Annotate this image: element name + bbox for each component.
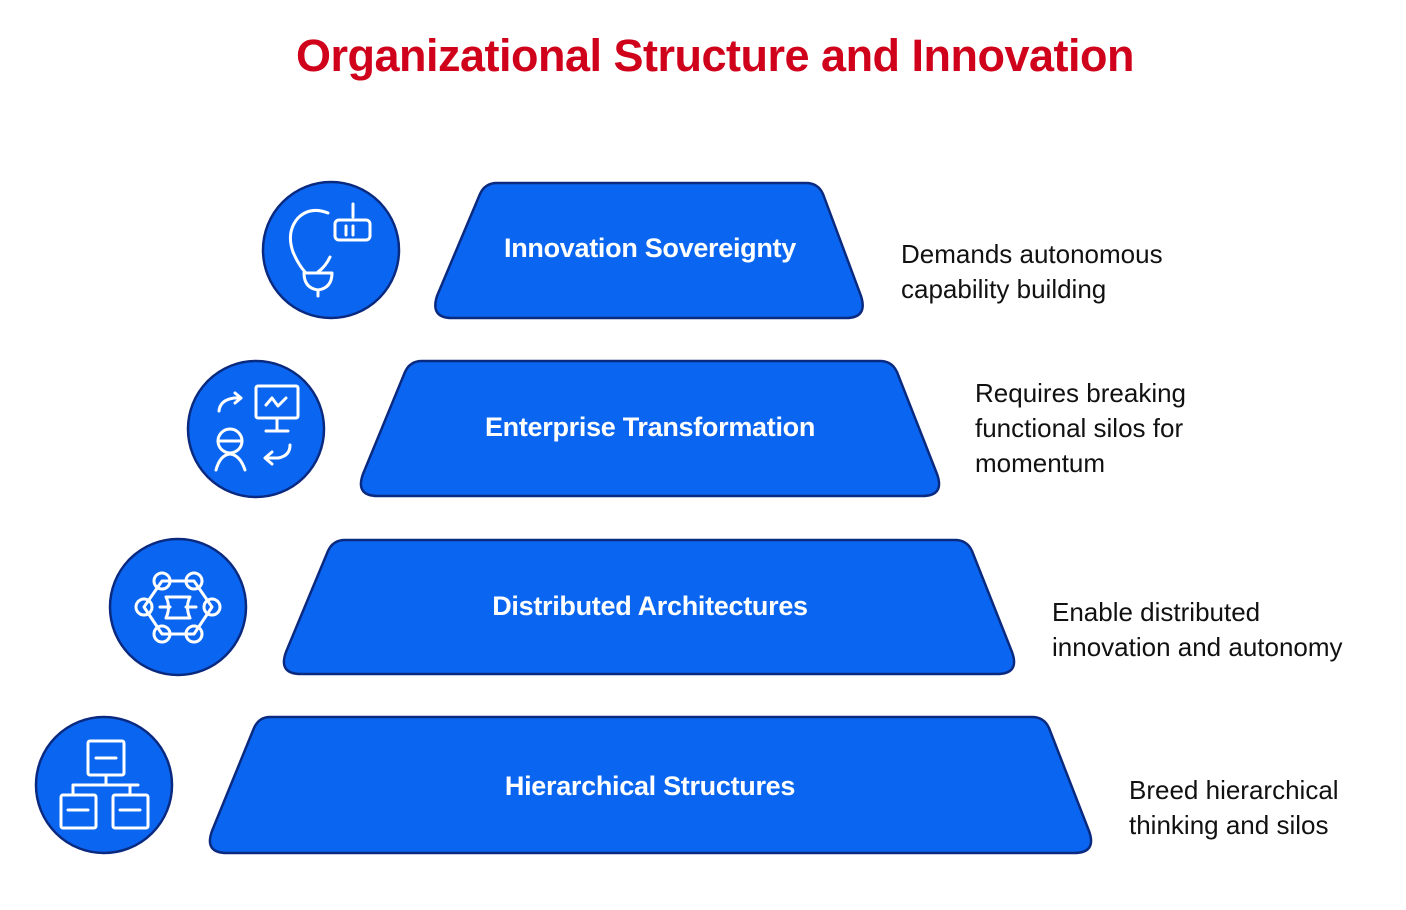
network-hexagon-icon xyxy=(108,537,248,677)
description-line: momentum xyxy=(975,448,1106,478)
org-chart-icon xyxy=(34,715,174,855)
tier-description-innovation-sovereignty: Demands autonomous capability building xyxy=(901,237,1163,307)
tier-label-innovation-sovereignty: Innovation Sovereignty xyxy=(504,233,796,263)
tier-label-distributed-architectures: Distributed Architectures xyxy=(492,591,808,621)
tier-label-hierarchical-structures: Hierarchical Structures xyxy=(504,771,796,801)
description-line: Enable distributed xyxy=(1052,597,1261,627)
description-line: Demands autonomous xyxy=(901,239,1163,269)
description-line: Breed hierarchical xyxy=(1129,775,1339,805)
tier-shape-innovation-sovereignty xyxy=(434,181,864,320)
lightbulb-robot-icon xyxy=(261,180,401,320)
page-title: Organizational Structure and Innovation xyxy=(295,30,1135,81)
tier-label-enterprise-transformation: Enterprise Transformation xyxy=(484,412,816,442)
description-line: functional silos for xyxy=(975,413,1184,443)
tier-description-distributed-architectures: Enable distributed innovation and autono… xyxy=(1052,595,1343,665)
tier-description-hierarchical-structures: Breed hierarchical thinking and silos xyxy=(1129,773,1339,843)
person-monitor-exchange-icon xyxy=(186,359,326,499)
description-line: thinking and silos xyxy=(1129,810,1329,840)
tier-description-enterprise-transformation: Requires breaking functional silos for m… xyxy=(975,376,1186,481)
tier-shape-enterprise-transformation xyxy=(359,359,941,498)
description-line: innovation and autonomy xyxy=(1052,632,1343,662)
tier-shape-distributed-architectures xyxy=(282,538,1016,676)
tier-shape-hierarchical-structures xyxy=(208,715,1093,855)
description-line: Requires breaking xyxy=(975,378,1187,408)
description-line: capability building xyxy=(901,274,1107,304)
